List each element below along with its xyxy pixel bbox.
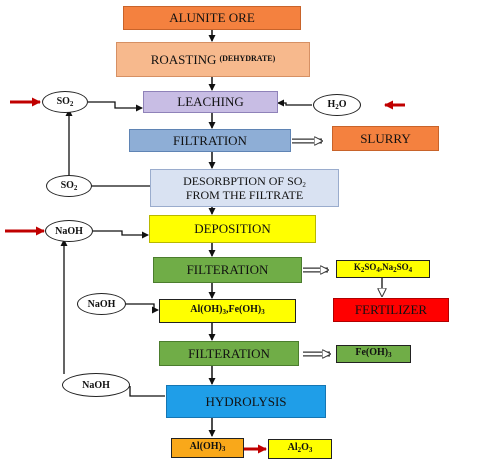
connector-naoh-to-hydroxides xyxy=(126,303,159,314)
aloh3-final-label: Al(OH)3 xyxy=(189,441,226,454)
k2so4-na2so4-label: K2SO4,Na2SO4 xyxy=(353,262,413,275)
naoh-hydroxides-label: NaOH xyxy=(87,298,116,310)
leaching-label: LEACHING xyxy=(177,94,244,110)
desorption-box: DESORBPTION OF SO2 FROM THE FILTRATE xyxy=(150,169,339,207)
connector-so2-to-leaching xyxy=(88,101,143,112)
filteration2-label: FILTERATION xyxy=(188,345,270,361)
fertilizer-box: FERTILIZER xyxy=(333,298,449,322)
fertilizer-salts-box: K2SO4,Na2SO4 xyxy=(336,260,430,278)
alunite-ore-label: ALUNITE ORE xyxy=(169,10,255,26)
roasting-box: ROASTING (DEHYDRATE) xyxy=(116,42,310,77)
desorption-line1: DESORBPTION OF SO2 xyxy=(183,173,306,189)
naoh-input-label: NaOH xyxy=(55,225,83,237)
filtration-box: FILTRATION xyxy=(129,129,291,152)
desorption-line2: FROM THE FILTRATE xyxy=(185,187,304,202)
naoh-input-ellipse: NaOH xyxy=(45,220,93,242)
slurry-label: SLURRY xyxy=(360,130,411,146)
feoh3-label: Fe(OH)3 xyxy=(355,347,392,360)
h2o-input-ellipse: H2O xyxy=(313,94,361,116)
aloh3-final-box: Al(OH)3 xyxy=(171,438,244,458)
deposition-label: DEPOSITION xyxy=(194,221,271,237)
filteration1-label: FILTERATION xyxy=(186,262,269,278)
aloh3-feoh3-label: Al(OH)3,Fe(OH)3 xyxy=(190,304,265,317)
al2o3-box: Al2O3 xyxy=(268,439,332,459)
so2-input-label: SO2 xyxy=(56,96,74,108)
naoh-recycle-ellipse: NaOH xyxy=(62,373,130,397)
so2-recycle-label: SO2 xyxy=(60,180,78,192)
roasting-note: (DEHYDRATE) xyxy=(219,54,276,64)
hydroxides-box: Al(OH)3,Fe(OH)3 xyxy=(159,299,296,323)
connector-h2o-to-leaching xyxy=(277,99,312,107)
so2-input-ellipse: SO2 xyxy=(42,91,88,113)
roasting-label: ROASTING xyxy=(150,51,217,67)
naoh-hydroxides-ellipse: NaOH xyxy=(77,293,126,315)
hydrolysis-label: HYDROLYSIS xyxy=(205,393,287,409)
filteration2-box: FILTERATION xyxy=(159,341,299,366)
feoh3-box: Fe(OH)3 xyxy=(336,345,411,363)
alunite-ore-box: ALUNITE ORE xyxy=(123,6,301,30)
leaching-box: LEACHING xyxy=(143,91,278,113)
connector-naoh-to-deposition xyxy=(93,230,149,239)
side-connectors xyxy=(60,99,382,397)
naoh-recycle-label: NaOH xyxy=(82,379,110,391)
fertilizer-label: FERTILIZER xyxy=(354,302,428,318)
filtration-label: FILTRATION xyxy=(173,132,247,148)
filteration1-box: FILTERATION xyxy=(153,257,302,283)
hydrolysis-box: HYDROLYSIS xyxy=(166,385,326,418)
so2-recycle-ellipse: SO2 xyxy=(46,175,92,197)
al2o3-label: Al2O3 xyxy=(287,442,313,455)
h2o-input-label: H2O xyxy=(327,99,347,111)
deposition-box: DEPOSITION xyxy=(149,215,316,243)
connector-hydrolysis-to-naoh xyxy=(129,386,165,397)
slurry-box: SLURRY xyxy=(332,126,439,151)
feed-arrows xyxy=(5,97,405,454)
